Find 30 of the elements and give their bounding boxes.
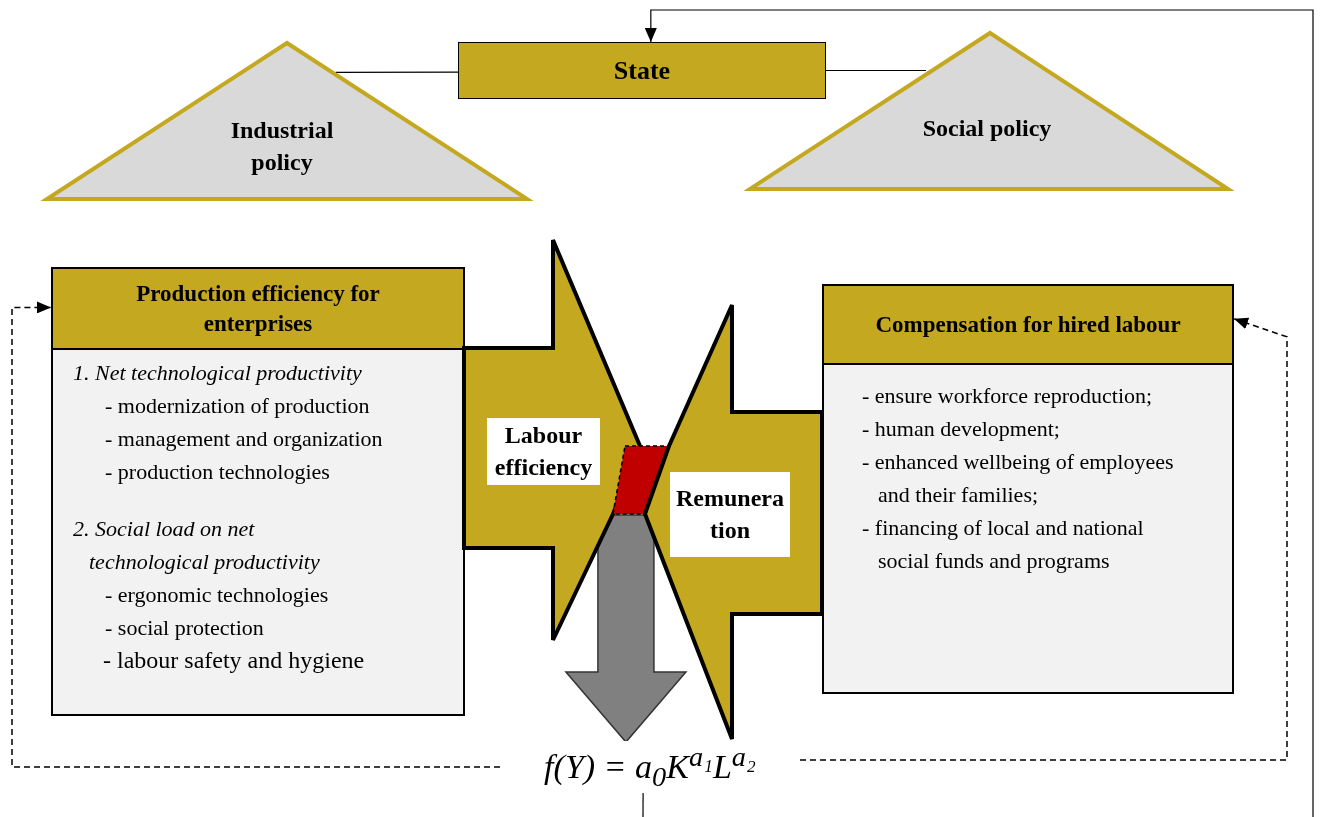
info-panel bbox=[51, 267, 465, 716]
list-item: - social protection bbox=[105, 614, 265, 642]
arrow bbox=[799, 317, 1288, 761]
triangle-label: Industrial policy bbox=[229, 116, 335, 178]
list-item: - ergonomic technologies bbox=[105, 581, 330, 609]
list-item: - enhanced wellbeing of employees and their families; bbox=[862, 448, 1175, 509]
list-item: - human development; bbox=[862, 415, 1061, 443]
section-heading: 2. Social load on net technological productivity bbox=[73, 515, 321, 576]
info-panel bbox=[822, 284, 1234, 694]
panel-title: Compensation for hired labour bbox=[824, 286, 1232, 365]
block-arrow bbox=[564, 514, 688, 744]
overlap-marker bbox=[612, 446, 670, 515]
list-item: - modernization of production bbox=[105, 392, 371, 420]
connector-line bbox=[825, 69, 927, 72]
list-item: - ensure workforce reproduction; bbox=[862, 382, 1154, 410]
arrow-label: Remuneration bbox=[670, 472, 790, 557]
arrow-label: Labour efficiency bbox=[487, 418, 600, 485]
line bbox=[644, 9, 1314, 817]
connector-line bbox=[335, 71, 459, 73]
box-label: State bbox=[613, 55, 671, 86]
list-item: - management and organization bbox=[105, 425, 384, 453]
panel-title: Production efficiency for enterprises bbox=[53, 269, 463, 350]
list-item: - financing of local and national social funds and programs bbox=[862, 514, 1145, 575]
state-box bbox=[458, 42, 826, 99]
triangle-label: Social policy bbox=[921, 114, 1053, 143]
list-item: - labour safety and hygiene bbox=[103, 646, 366, 675]
section-heading: 1. Net technological productivity bbox=[73, 359, 363, 387]
list-item: - production technologies bbox=[105, 458, 331, 486]
line bbox=[642, 791, 644, 817]
arrow bbox=[11, 301, 501, 768]
